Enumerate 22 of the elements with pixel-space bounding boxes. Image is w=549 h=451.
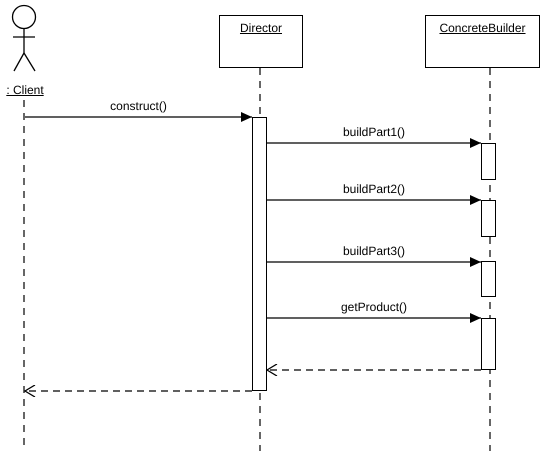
message-arrow [267, 313, 481, 323]
activation-bar [481, 143, 496, 180]
lifeline-title: Director [240, 22, 282, 34]
message-arrow [267, 138, 481, 148]
message-arrow [267, 257, 481, 267]
message-label: buildPart2() [342, 183, 406, 195]
lifeline-title: ConcreteBuilder [439, 22, 526, 34]
return-arrow [266, 363, 481, 377]
object-box [219, 15, 303, 68]
message-label: buildPart1() [342, 126, 406, 138]
object-box [425, 15, 540, 68]
message-label: buildPart3() [342, 245, 406, 257]
message-arrow [25, 112, 252, 122]
activation-bar [252, 117, 267, 391]
actor-label: : Client [6, 84, 44, 96]
activation-bar [481, 261, 496, 297]
message-arrow [267, 195, 481, 205]
return-arrow [24, 384, 252, 398]
message-label: getProduct() [340, 301, 408, 313]
message-label: construct() [110, 100, 167, 112]
activation-bar [481, 200, 496, 237]
activation-bar [481, 318, 496, 370]
